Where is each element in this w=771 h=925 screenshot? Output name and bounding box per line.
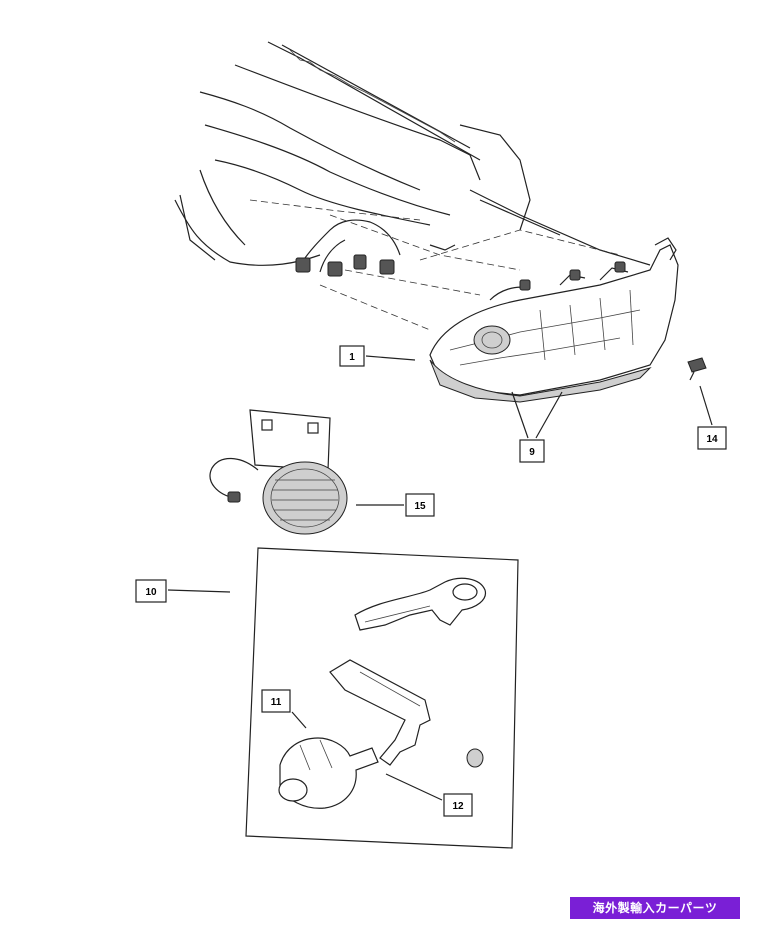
fog-lamp	[209, 409, 348, 535]
svg-text:11: 11	[271, 697, 282, 708]
callout-14: 14	[697, 426, 727, 450]
svg-text:10: 10	[145, 587, 157, 598]
svg-text:14: 14	[706, 434, 718, 445]
callout-11: 11	[261, 689, 291, 713]
callout-1: 1	[339, 345, 365, 367]
screw-part	[687, 357, 707, 381]
leader-lines	[167, 355, 713, 801]
vehicle-body	[174, 41, 651, 331]
callout-15: 15	[405, 493, 435, 517]
connector-part	[329, 659, 484, 768]
svg-text:12: 12	[452, 801, 464, 812]
callout-9: 9	[519, 439, 545, 463]
callout-12: 12	[443, 793, 473, 817]
watermark-badge: 海外製輸入カーパーツ	[570, 897, 740, 919]
bulb-socket-part	[278, 737, 379, 809]
svg-text:9: 9	[529, 447, 535, 458]
bracket-part	[354, 577, 487, 631]
callout-10: 10	[135, 579, 167, 603]
parts-kit-box	[245, 547, 519, 849]
svg-text:1: 1	[349, 352, 355, 363]
svg-text:15: 15	[414, 501, 426, 512]
headlamp-assembly	[429, 237, 679, 403]
